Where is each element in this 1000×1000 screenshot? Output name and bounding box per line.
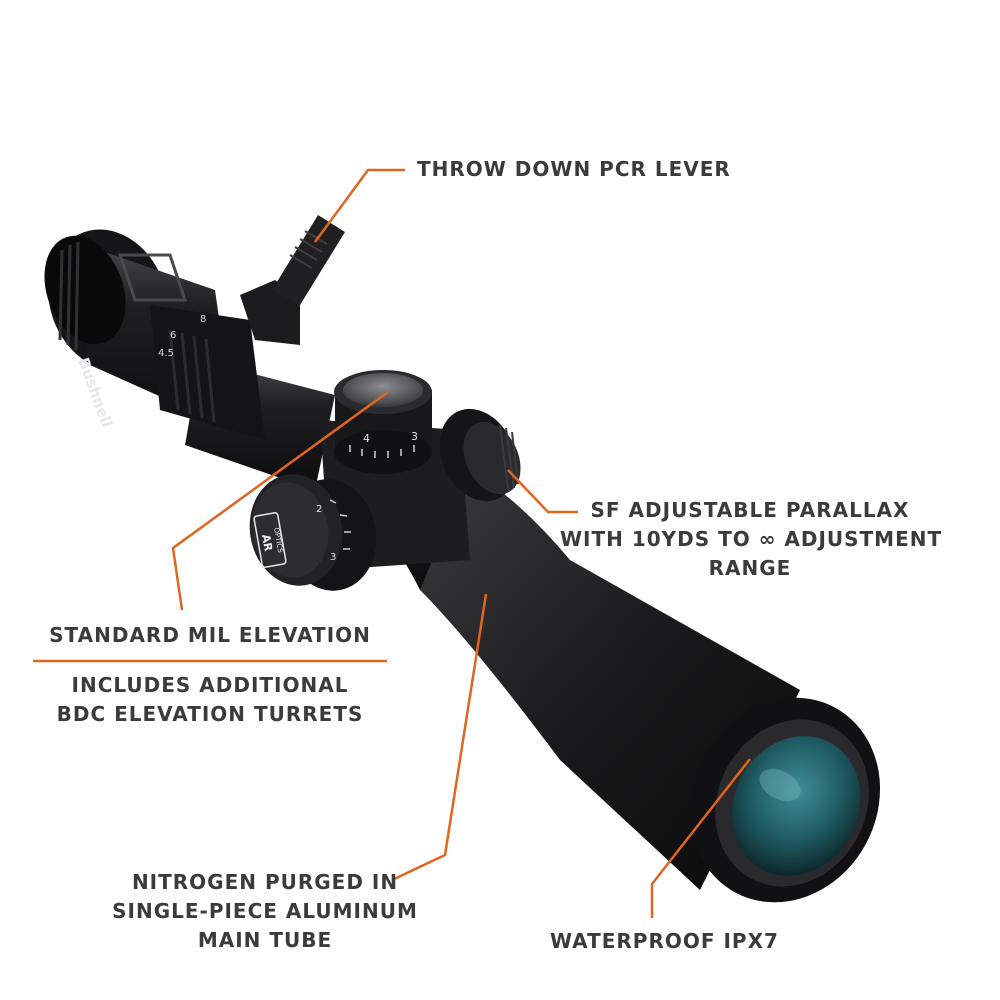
- callout-text: STANDARD MIL ELEVATION: [49, 623, 371, 647]
- callout-text: NITROGEN PURGED IN: [131, 870, 399, 894]
- callout-text: BDC ELEVATION TURRETS: [56, 702, 364, 726]
- callout-elevation-sub: INCLUDES ADDITIONAL BDC ELEVATION TURRET…: [33, 671, 387, 729]
- callout-leaders: [33, 168, 751, 918]
- ar-badge: AR: [259, 533, 275, 553]
- callout-text: INCLUDES ADDITIONAL: [71, 673, 349, 697]
- leader-parallax: [507, 469, 578, 514]
- eyepiece: Bushnell 8 6 4.5: [44, 229, 265, 440]
- magnification-mark: 4.5: [158, 348, 174, 359]
- callout-pcr-lever: THROW DOWN PCR LEVER: [417, 155, 731, 184]
- leader-elevation: [171, 390, 389, 611]
- magnification-mark: 8: [200, 314, 206, 325]
- callout-parallax: SF ADJUSTABLE PARALLAX WITH 10YDS TO ∞ A…: [560, 496, 943, 583]
- callout-text: SINGLE-PIECE ALUMINUM: [112, 899, 418, 923]
- turret-number: 2: [316, 504, 322, 515]
- objective-bell: [420, 470, 881, 903]
- callout-waterproof: WATERPROOF IPX7: [550, 927, 779, 956]
- callout-text: MAIN TUBE: [197, 928, 333, 952]
- magnification-mark: 6: [170, 330, 176, 341]
- leader-nitrogen: [391, 593, 488, 882]
- windage-turret: AR OPTICS 2 3: [249, 474, 377, 591]
- callout-elevation-title: STANDARD MIL ELEVATION: [33, 621, 387, 650]
- leader-waterproof: [650, 758, 751, 918]
- turret-number: 4: [363, 432, 370, 445]
- parallax-knob: [439, 408, 521, 502]
- callout-text: WITH 10YDS TO ∞ ADJUSTMENT: [560, 527, 943, 551]
- callout-text: THROW DOWN PCR LEVER: [417, 157, 731, 181]
- callout-text: RANGE: [708, 556, 792, 580]
- callout-nitrogen: NITROGEN PURGED IN SINGLE-PIECE ALUMINUM…: [100, 868, 430, 955]
- throw-lever: [240, 215, 345, 345]
- turret-number: 3: [411, 430, 418, 443]
- elevation-turret: 4 3: [334, 370, 432, 474]
- callout-text: SF ADJUSTABLE PARALLAX: [590, 498, 910, 522]
- callout-text: WATERPROOF IPX7: [550, 929, 779, 953]
- turret-number: 3: [330, 552, 336, 563]
- leader-pcr-lever: [313, 168, 405, 243]
- objective-lens: [731, 736, 861, 876]
